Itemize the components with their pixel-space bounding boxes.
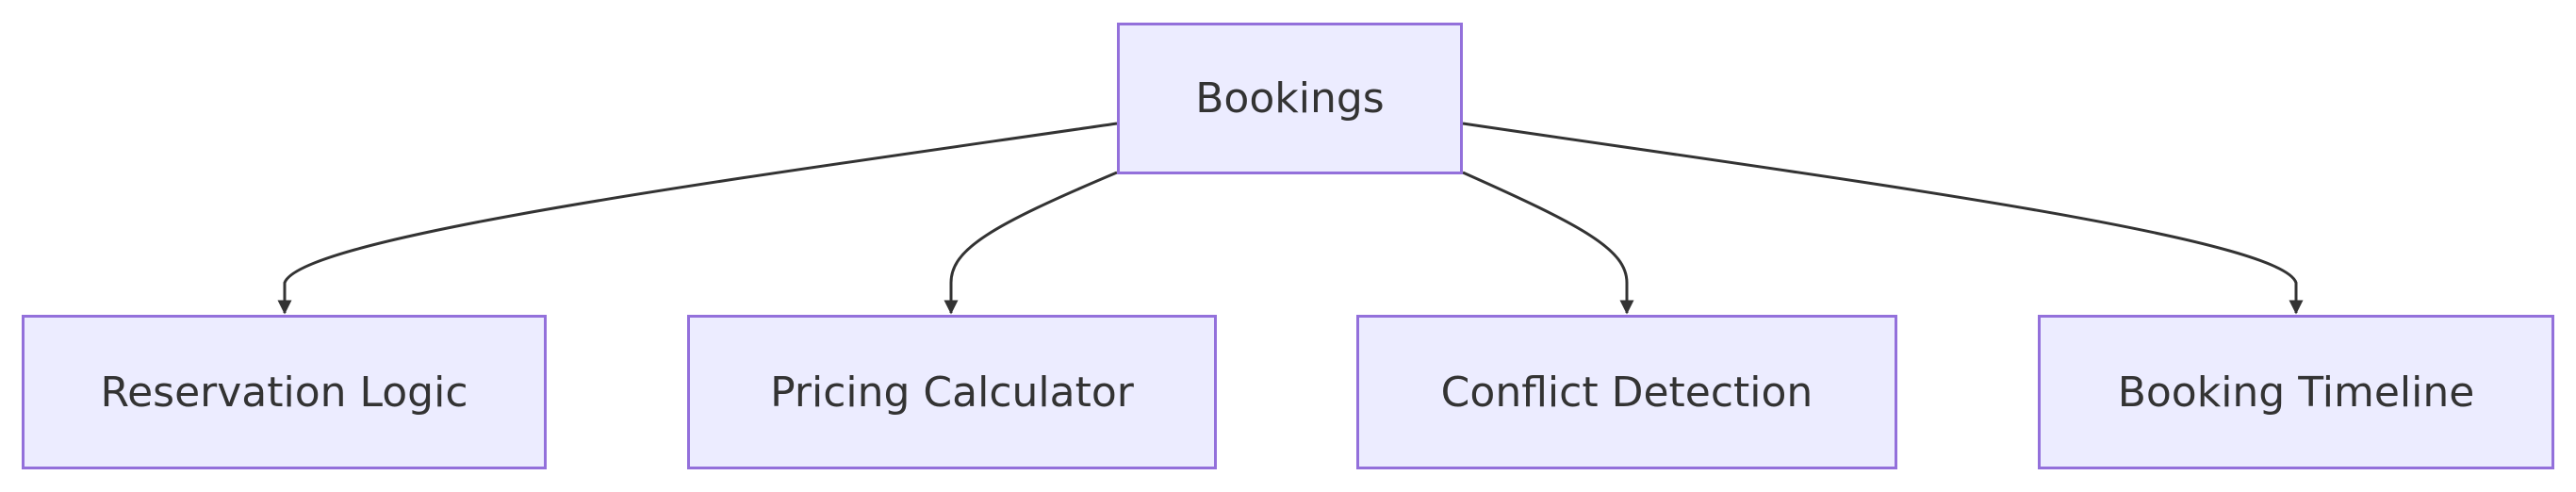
node-pricing-calculator: Pricing Calculator bbox=[687, 315, 1217, 469]
node-reservation-logic: Reservation Logic bbox=[22, 315, 547, 469]
node-label: Bookings bbox=[1195, 74, 1385, 123]
edge-bookings-to-booking-timeline bbox=[1462, 122, 2304, 315]
edge-bookings-to-conflict-detection bbox=[1462, 171, 1634, 315]
node-bookings: Bookings bbox=[1117, 23, 1463, 174]
edge-bookings-to-reservation-logic bbox=[277, 122, 1118, 315]
node-label: Pricing Calculator bbox=[770, 368, 1134, 417]
node-booking-timeline: Booking Timeline bbox=[2038, 315, 2554, 469]
node-label: Reservation Logic bbox=[100, 368, 468, 417]
node-conflict-detection: Conflict Detection bbox=[1356, 315, 1897, 469]
node-label: Booking Timeline bbox=[2117, 368, 2475, 417]
edge-bookings-to-pricing-calculator bbox=[943, 171, 1118, 315]
node-label: Conflict Detection bbox=[1440, 368, 1813, 417]
